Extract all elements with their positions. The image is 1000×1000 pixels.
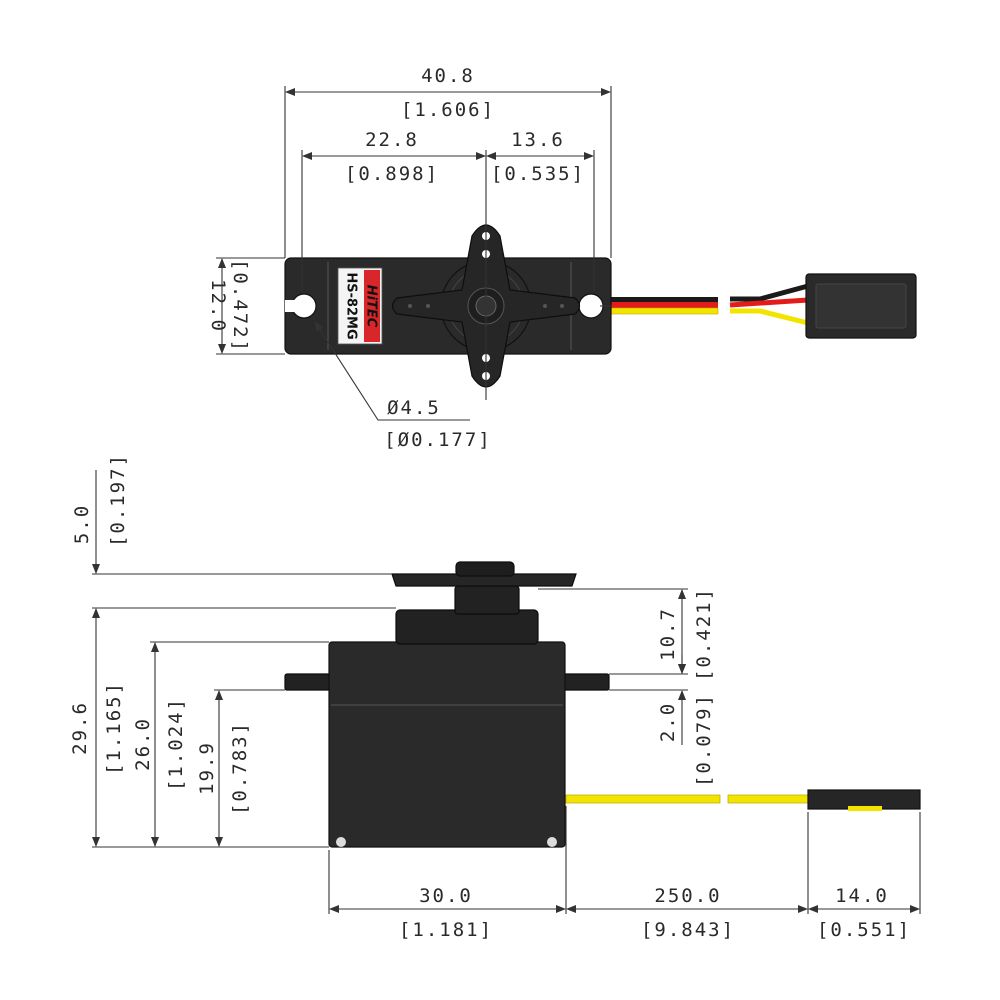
dim-body-width-in: [1.181]	[399, 919, 493, 941]
dim-case-to-tab-in: [1.024]	[165, 697, 187, 791]
dim-horn-height-in: [0.197]	[107, 453, 129, 547]
dim-lower-height: 19.9 [0.783]	[196, 689, 285, 847]
dim-plug-length-in: [0.551]	[817, 919, 911, 941]
dim-split-width: 22.8 [0.898] 13.6 [0.535]	[301, 129, 595, 292]
side-case-body	[328, 641, 566, 848]
dim-total-height-mm: 29.6	[69, 701, 91, 755]
dim-lower-height-mm: 19.9	[196, 741, 218, 795]
top-mount-hole-right	[578, 293, 604, 319]
dim-case-to-tab: 26.0 [1.024]	[132, 641, 329, 847]
top-connector-plug	[805, 273, 917, 339]
dim-horn-height-mm: 5.0	[71, 504, 93, 544]
dim-lower-height-in: [0.783]	[229, 721, 251, 815]
dim-case-height-mm: 12.0	[207, 279, 229, 333]
dim-horn-height: 5.0 [0.197]	[71, 453, 396, 609]
side-connector-plug	[807, 789, 921, 811]
brand-label: HiTEC HS-82MG	[337, 267, 383, 345]
dim-upper-height-in: [0.421]	[693, 587, 715, 681]
dim-overall-width: 40.8 [1.606]	[284, 65, 612, 258]
dim-right-width-in: [0.535]	[491, 163, 585, 185]
model-number-text: HS-82MG	[344, 272, 359, 339]
dim-overall-width-in: [1.606]	[401, 99, 495, 121]
gear-block	[395, 609, 539, 645]
side-view: 5.0 [0.197] 29.6 [1.165] 26.0 [1.024] 19…	[69, 453, 921, 941]
mount-tab-right	[562, 673, 610, 691]
dim-hole-diameter: Ø4.5 [Ø0.177]	[314, 321, 492, 451]
dim-tab-height-mm: 2.0	[657, 702, 679, 742]
side-servo-horn	[391, 561, 577, 587]
dim-case-to-tab-mm: 26.0	[132, 717, 154, 771]
dim-wire-length-in: [9.843]	[641, 919, 735, 941]
brand-logo-text: HiTEC	[364, 285, 379, 328]
dim-bottom-widths: 30.0 [1.181] 250.0 [9.843] 14.0 [0.551]	[328, 806, 921, 941]
dim-total-height: 29.6 [1.165]	[69, 608, 329, 848]
dim-overall-width-mm: 40.8	[421, 65, 475, 87]
dim-hole-diameter-mm: Ø4.5	[387, 397, 441, 419]
gear-cap	[454, 585, 520, 615]
dim-total-height-in: [1.165]	[103, 681, 125, 775]
dim-left-width-in: [0.898]	[345, 163, 439, 185]
dim-tab-height-in: [0.079]	[693, 693, 715, 787]
dim-right-width-mm: 13.6	[511, 129, 565, 151]
dim-right-heights: 10.7 [0.421] 2.0 [0.079]	[538, 587, 715, 787]
dim-body-width-mm: 30.0	[419, 885, 473, 907]
dim-case-height-in: [0.472]	[229, 259, 251, 353]
dim-wire-length-mm: 250.0	[654, 885, 721, 907]
mount-tab-left	[284, 673, 332, 691]
dim-left-width-mm: 22.8	[365, 129, 419, 151]
dim-upper-height-mm: 10.7	[657, 607, 679, 661]
side-wire	[565, 794, 811, 804]
dim-plug-length-mm: 14.0	[835, 885, 889, 907]
top-wire-bundle	[595, 283, 809, 326]
dim-case-height: 12.0 [0.472]	[207, 257, 285, 355]
dim-hole-diameter-in: [Ø0.177]	[384, 429, 492, 451]
top-view: HiTEC HS-82MG 40.8 [1.	[207, 65, 917, 451]
